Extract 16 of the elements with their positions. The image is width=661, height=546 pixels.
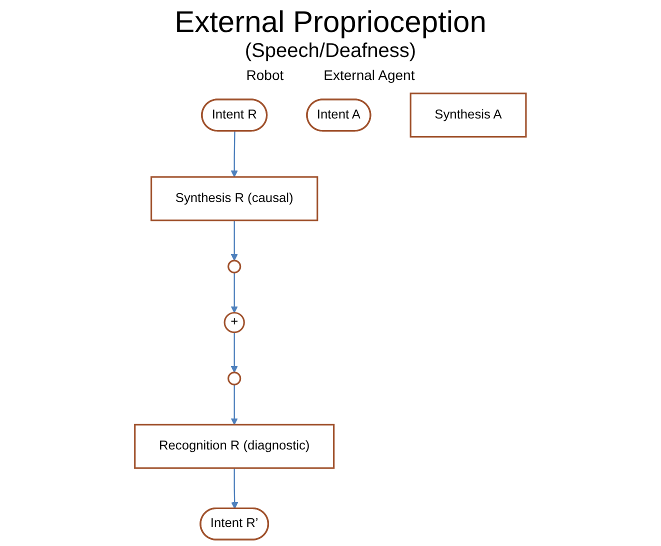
- node-box: Synthesis A: [410, 92, 527, 138]
- arrow: [230, 332, 238, 373]
- title: External Proprioception: [174, 6, 486, 40]
- side-label: External Agent: [324, 67, 415, 83]
- arrow: [230, 384, 238, 426]
- node-circle: +: [224, 312, 246, 334]
- subtitle: (Speech/Deafness): [244, 40, 416, 62]
- arrow: [230, 220, 238, 261]
- node-box: Synthesis R (causal): [150, 176, 318, 222]
- arrow: [230, 272, 238, 314]
- node-circle: [228, 372, 242, 386]
- side-label: Robot: [246, 67, 284, 83]
- arrow: [230, 131, 238, 178]
- node-circle: [228, 260, 242, 274]
- node-box: Recognition R (diagnostic): [134, 424, 335, 469]
- arrow: [231, 468, 238, 509]
